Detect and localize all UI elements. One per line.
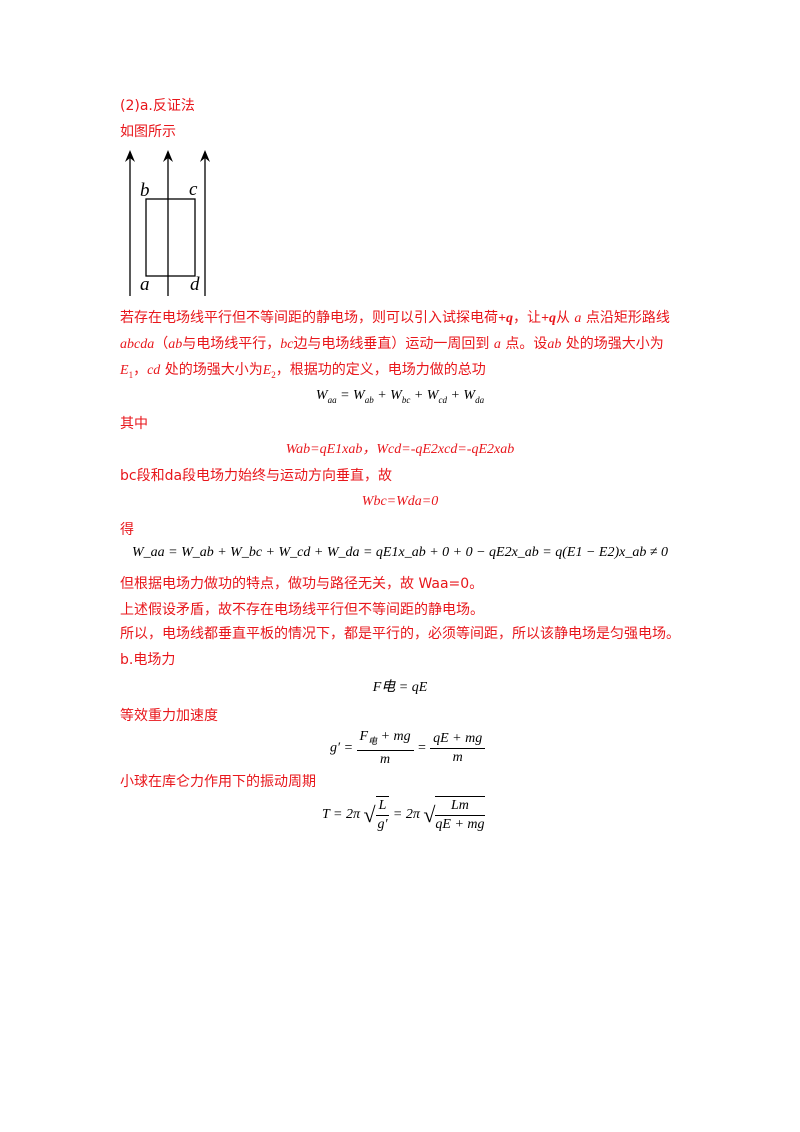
arrow-up-icon: [163, 150, 173, 162]
paragraph-line-1: 若存在电场线平行但不等间距的静电场，则可以引入试探电荷+q，让+q从 a 点沿矩…: [120, 308, 670, 329]
text-run: ，根据功的定义，电场力做的总功: [275, 362, 486, 378]
equation-total-work: Waa = Wab + Wbc + Wcd + Wda: [315, 388, 485, 405]
paragraph-equivalent-g: 等效重力加速度: [120, 708, 218, 724]
text-run: abcda: [120, 337, 155, 352]
paragraph-bc-da: bc段和da段电场力始终与运动方向垂直，故: [120, 468, 393, 484]
section-heading-b: b.电场力: [120, 652, 176, 668]
figure-intro: 如图所示: [120, 124, 176, 140]
label-d: d: [190, 274, 200, 295]
text-run: 处的场强大小为: [565, 336, 664, 352]
field-line-diagram: b c a d: [125, 150, 210, 296]
text-run: 1: [128, 369, 134, 380]
text-run: cd: [147, 363, 161, 378]
text-run: +q: [498, 311, 513, 326]
text-run: E: [262, 363, 272, 378]
text-run: E: [120, 363, 129, 378]
get-label: 得: [120, 522, 134, 538]
equation-wab-wcd: Wab=qE1xab，Wcd=-qE2xcd=-qE2xab: [285, 442, 515, 457]
paragraph-line-3: E1，cd 处的场强大小为E2，根据功的定义，电场力做的总功: [120, 360, 486, 385]
paragraph-path-independence: 但根据电场力做功的特点，做功与路径无关，故 Waa=0。: [120, 576, 484, 592]
text-run: a: [574, 311, 582, 326]
paragraph-contradiction: 上述假设矛盾，故不存在电场线平行但不等间距的静电场。: [120, 602, 484, 618]
text-run: 处的场强大小为: [164, 362, 263, 378]
paragraph-line-2: abcda（ab与电场线平行，bc边与电场线垂直）运动一周回到 a 点。设ab …: [120, 334, 664, 355]
paragraph-period: 小球在库仑力作用下的振动周期: [120, 774, 316, 790]
text-run: 点。设: [505, 336, 548, 352]
text-run: +q: [540, 311, 556, 326]
text-run: ，: [133, 362, 148, 378]
label-c: c: [189, 179, 198, 200]
label-a: a: [140, 274, 150, 295]
arrow-up-icon: [125, 150, 135, 162]
text-run: 点沿矩形路线: [585, 310, 670, 326]
equation-wbc-wda: Wbc=Wda=0: [361, 494, 439, 509]
arrow-up-icon: [200, 150, 210, 162]
text-run: ab: [168, 337, 183, 352]
text-run: 若存在电场线平行但不等间距的静电场，则可以引入试探电荷: [120, 310, 498, 326]
text-run: 与电场线平行，: [182, 336, 281, 352]
text-run: a: [493, 337, 501, 352]
equation-electric-force: F电 = qE: [372, 680, 428, 695]
where-label: 其中: [120, 416, 148, 432]
text-run: 边与电场线垂直）运动一周回到: [293, 336, 490, 352]
text-run: bc: [280, 337, 294, 352]
text-run: ，让: [512, 310, 541, 326]
text-run: （: [154, 336, 169, 352]
label-b: b: [140, 180, 150, 201]
paragraph-conclusion: 所以，电场线都垂直平板的情况下，都是平行的，必须等间距，所以该静电场是匀强电场。: [120, 626, 680, 642]
rectangle-path-abcd: [145, 198, 196, 277]
text-run: 从: [555, 310, 570, 326]
text-run: ab: [547, 337, 562, 352]
section-heading: (2)a.反证法: [120, 98, 195, 114]
text-run: 2: [271, 369, 276, 380]
equation-contradiction: W_aa = W_ab + W_bc + W_cd + W_da = qE1x_…: [131, 545, 669, 560]
